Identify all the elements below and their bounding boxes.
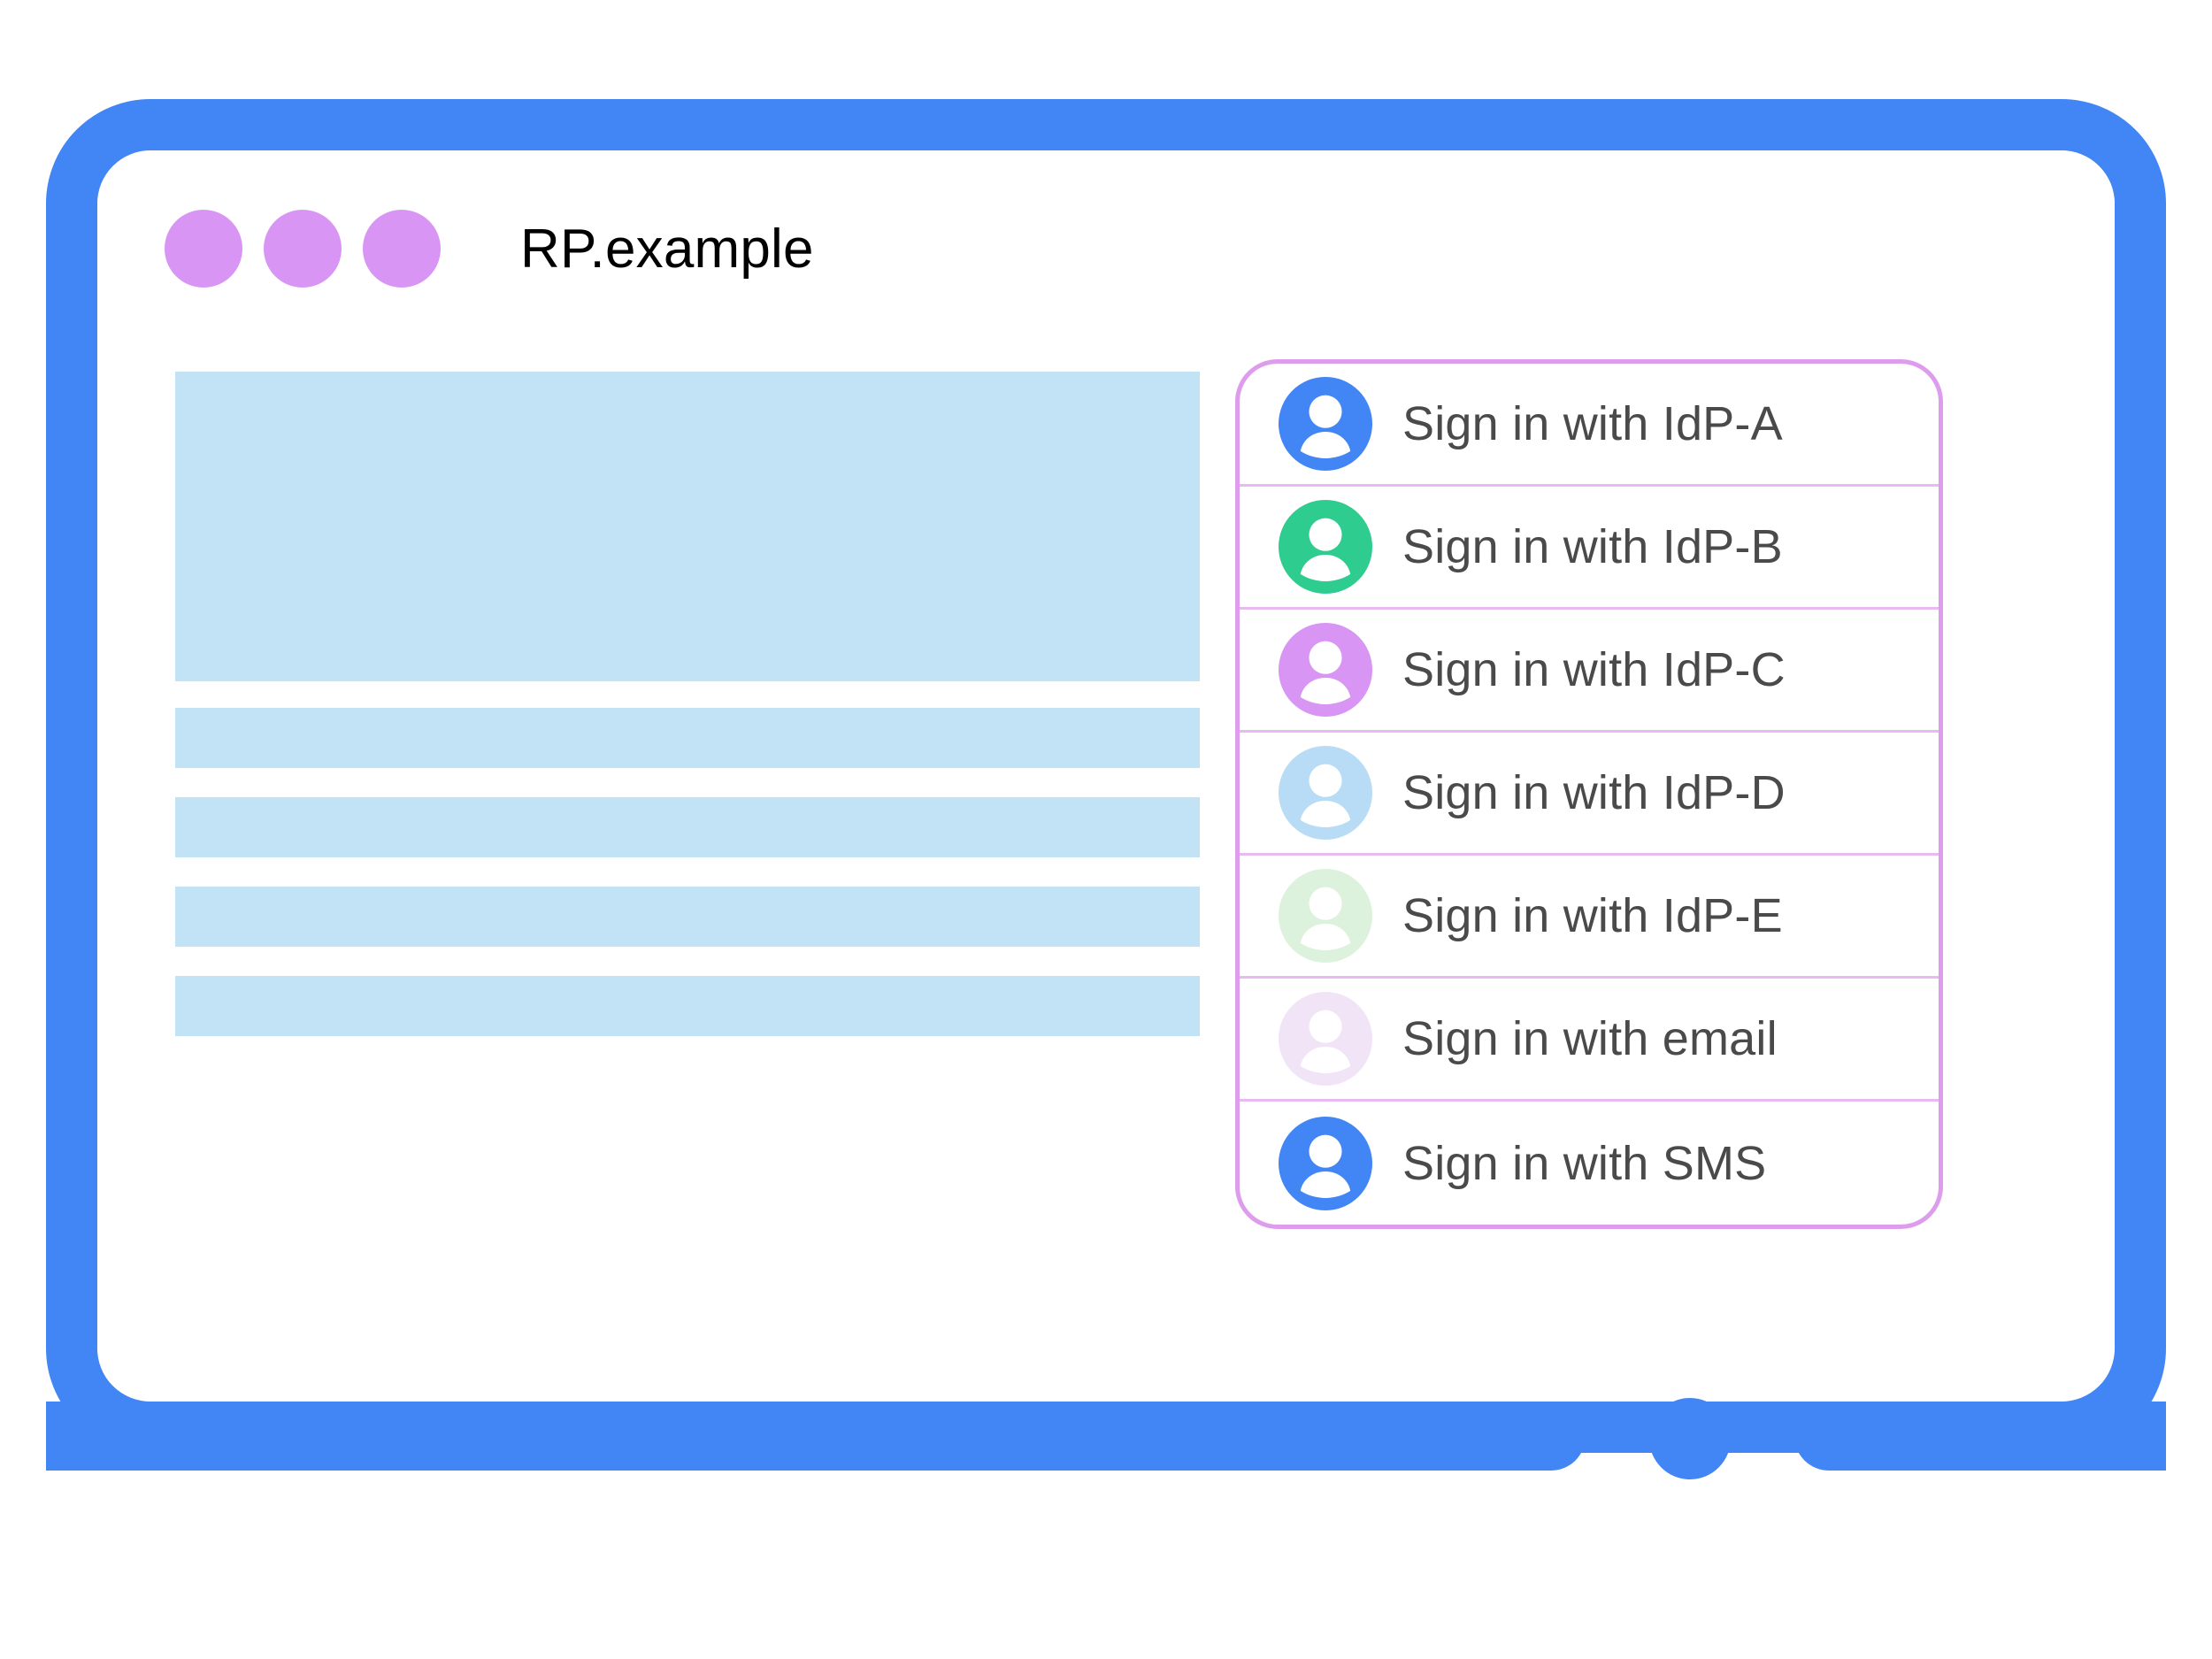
window-dot-2[interactable] (264, 210, 342, 288)
text-line-4 (175, 976, 1200, 1036)
account-label: Sign in with IdP-B (1402, 520, 1783, 573)
account-label: Sign in with IdP-D (1402, 766, 1786, 819)
page-title: RP.example (520, 218, 814, 280)
text-line-1 (175, 708, 1200, 768)
window-dot-3[interactable] (363, 210, 441, 288)
account-row[interactable]: Sign in with IdP-D (1240, 733, 1939, 856)
chin-left-bar (46, 1402, 1586, 1471)
account-row[interactable]: Sign in with SMS (1240, 1102, 1939, 1225)
chin-right-bar (1794, 1402, 2166, 1471)
account-row[interactable]: Sign in with IdP-C (1240, 610, 1939, 733)
title-bar: RP.example (165, 200, 814, 297)
account-avatar-icon (1279, 746, 1372, 840)
account-avatar-icon (1279, 623, 1372, 717)
account-avatar-icon (1279, 377, 1372, 471)
hero-placeholder (175, 372, 1200, 681)
account-row[interactable]: Sign in with IdP-B (1240, 487, 1939, 610)
account-label: Sign in with email (1402, 1012, 1778, 1065)
account-label: Sign in with IdP-C (1402, 643, 1786, 696)
account-label: Sign in with IdP-E (1402, 889, 1783, 942)
page-content (175, 372, 1200, 1065)
window-dot-1[interactable] (165, 210, 242, 288)
account-row[interactable]: Sign in with IdP-E (1240, 856, 1939, 979)
account-label: Sign in with SMS (1402, 1136, 1767, 1190)
account-row[interactable]: Sign in with email (1240, 979, 1939, 1102)
account-label: Sign in with IdP-A (1402, 397, 1783, 450)
text-line-3 (175, 887, 1200, 947)
account-chooser-panel: Sign in with IdP-A Sign in with IdP-B Sign… (1235, 359, 1943, 1229)
account-avatar-icon (1279, 992, 1372, 1086)
text-line-2 (175, 797, 1200, 857)
account-avatar-icon (1279, 1116, 1372, 1210)
account-avatar-icon (1279, 869, 1372, 963)
home-button[interactable] (1649, 1398, 1731, 1479)
account-row[interactable]: Sign in with IdP-A (1240, 364, 1939, 487)
device-chin (46, 1398, 2166, 1509)
account-avatar-icon (1279, 500, 1372, 594)
